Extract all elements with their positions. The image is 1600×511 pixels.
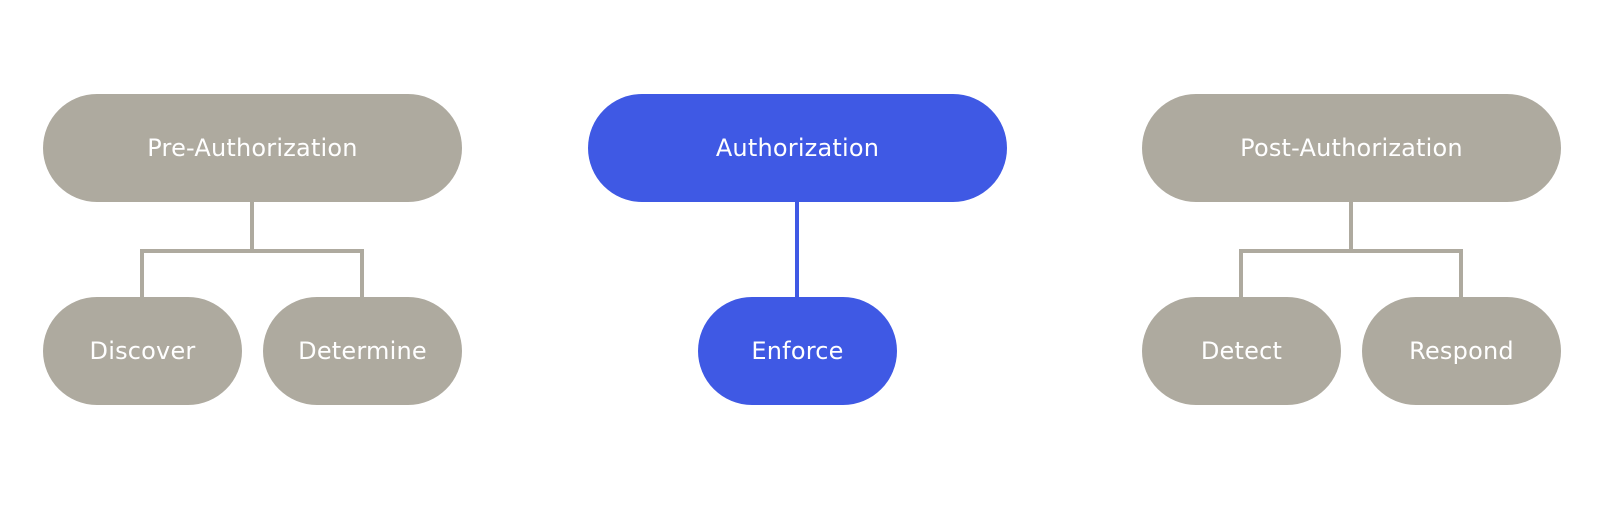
pre-authorization-connector — [140, 202, 364, 297]
authorization-label: Authorization — [715, 134, 880, 162]
pre-authorization-node: Pre-Authorization — [43, 94, 462, 202]
post-authorization-label: Post-Authorization — [1240, 134, 1463, 162]
authorization-node: Authorization — [588, 94, 1007, 202]
detect-label: Detect — [1200, 337, 1283, 365]
determine-node: Determine — [263, 297, 462, 405]
detect-node: Detect — [1142, 297, 1341, 405]
connector-branch — [140, 249, 364, 297]
post-authorization-node: Post-Authorization — [1142, 94, 1561, 202]
discover-label: Discover — [89, 337, 196, 365]
pre-authorization-label: Pre-Authorization — [147, 134, 358, 162]
post-authorization-connector — [1239, 202, 1463, 297]
discover-node: Discover — [43, 297, 242, 405]
determine-label: Determine — [298, 337, 427, 365]
respond-node: Respond — [1362, 297, 1561, 405]
connector-branch — [1239, 249, 1463, 297]
enforce-label: Enforce — [751, 337, 844, 365]
respond-label: Respond — [1409, 337, 1514, 365]
enforce-node: Enforce — [698, 297, 897, 405]
